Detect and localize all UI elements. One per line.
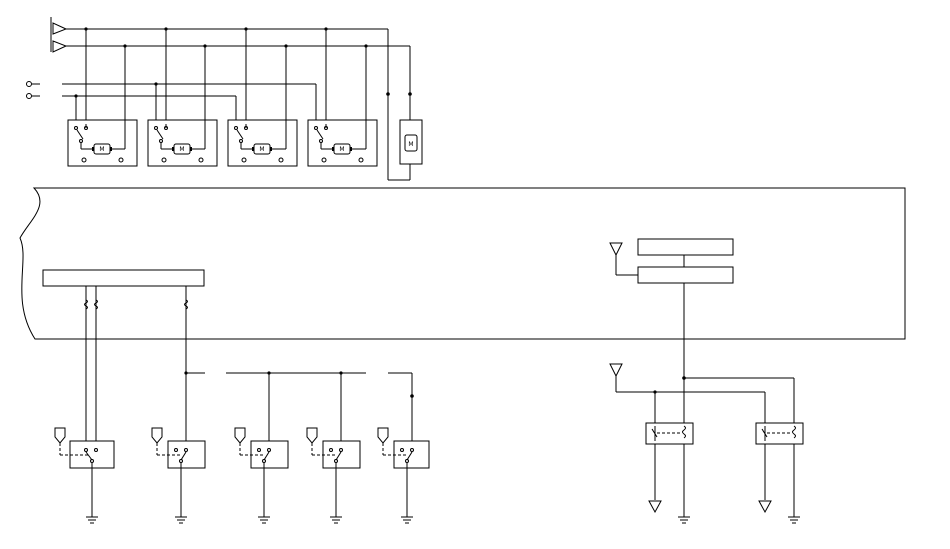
terminal-icon: [26, 81, 32, 87]
left-connector-bar: [42, 269, 205, 287]
coil-icon: [792, 425, 796, 439]
screw-terminal-icon: [198, 157, 204, 163]
relay-2: [755, 422, 804, 524]
connector-tag-icon: [54, 427, 66, 444]
motor-label: M: [259, 146, 264, 153]
switch-4: [306, 427, 361, 524]
motor-module-1: M: [67, 27, 138, 167]
screw-terminal-icon: [321, 157, 327, 163]
motor-label: M: [99, 146, 104, 153]
lower-wiring: [85, 339, 414, 441]
standalone-motor-box: [399, 119, 423, 165]
standalone-motor: M: [386, 92, 423, 165]
motor-module-2: M: [147, 27, 218, 167]
motor-label: M: [339, 146, 344, 153]
motor-icon: [404, 134, 418, 152]
connector-triangle-icon: [52, 22, 68, 35]
connector-tag-icon: [234, 427, 246, 444]
resistor-icon: [94, 299, 98, 310]
input-terminals: [26, 81, 316, 99]
connector-triangle-icon: [758, 500, 772, 514]
switch-2: [151, 427, 206, 524]
motor-module-box: [307, 119, 378, 167]
right-connectors: [609, 238, 734, 339]
relay-wiring: [609, 339, 795, 423]
screw-terminal-icon: [81, 157, 87, 163]
relay-1: [645, 422, 694, 524]
motor-module-3: M: [227, 27, 298, 167]
supply-rails: [50, 17, 411, 181]
switch-box: [167, 440, 206, 469]
motor-module-box: [147, 119, 218, 167]
screw-terminal-icon: [161, 157, 167, 163]
right-connector-top: [637, 238, 734, 256]
connector-triangle-icon: [52, 40, 68, 53]
connector-tag-icon: [306, 427, 318, 444]
resistor-icon: [184, 299, 188, 310]
harness-panel: [19, 187, 906, 340]
screw-terminal-icon: [278, 157, 284, 163]
switch-box: [393, 440, 430, 469]
connector-triangle-icon: [609, 363, 623, 378]
motor-module-box: [67, 119, 138, 167]
screw-terminal-icon: [118, 157, 124, 163]
terminal-icon: [26, 93, 32, 99]
left-connector: [42, 269, 205, 339]
switch-1: [54, 427, 115, 524]
relay-box: [645, 422, 694, 445]
relay-box: [755, 422, 804, 445]
resistor-icon: [84, 299, 88, 310]
motor-module-box: [227, 119, 298, 167]
switch-box: [250, 440, 289, 469]
switch-5: [377, 427, 430, 524]
switch-3: [234, 427, 289, 524]
right-connector-bottom: [637, 266, 734, 284]
switch-box: [322, 440, 361, 469]
motor-module-4: M: [307, 27, 378, 167]
connector-tag-icon: [377, 427, 389, 444]
coil-icon: [682, 425, 686, 439]
connector-triangle-icon: [609, 242, 623, 257]
connector-tag-icon: [151, 427, 163, 444]
screw-terminal-icon: [358, 157, 364, 163]
motor-label: M: [408, 141, 413, 148]
connector-triangle-icon: [648, 500, 662, 514]
screw-terminal-icon: [241, 157, 247, 163]
motor-label: M: [179, 146, 184, 153]
